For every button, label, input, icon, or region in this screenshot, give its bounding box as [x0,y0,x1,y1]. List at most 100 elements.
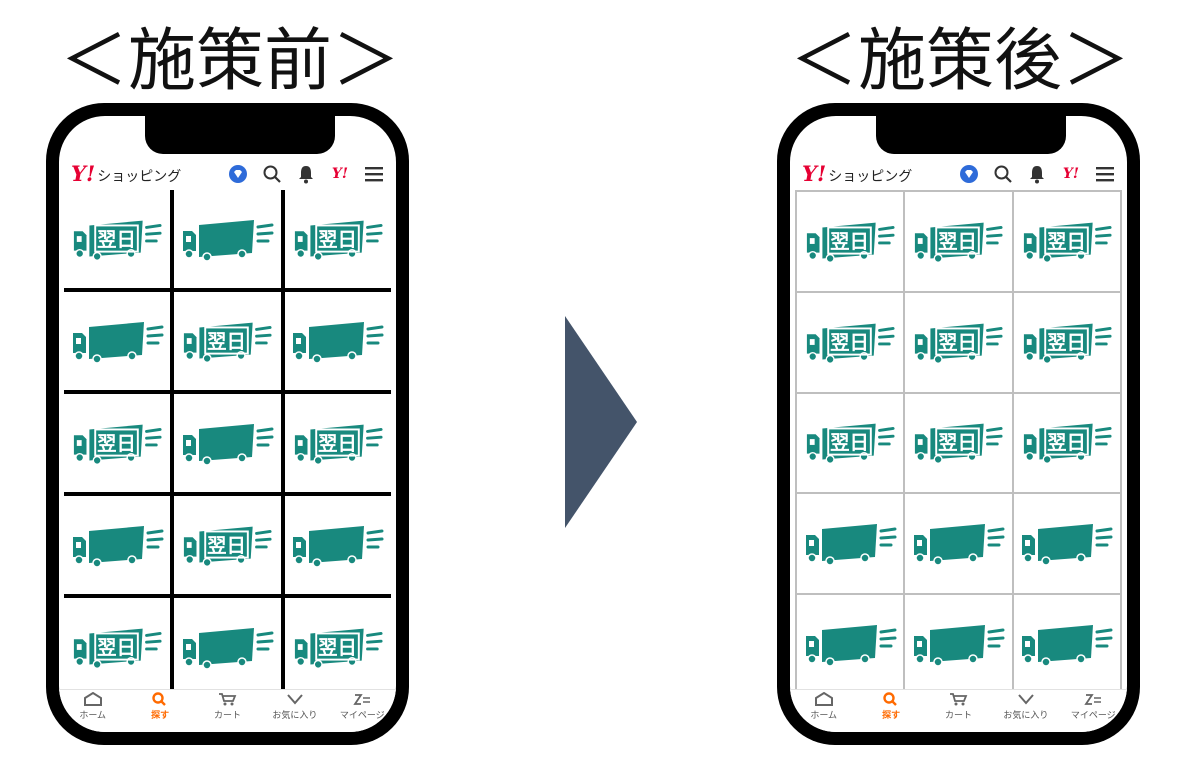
yahoo-icon[interactable]: Y! [328,162,352,186]
product-tile[interactable] [174,190,281,288]
next-day-label: 翌日 [830,431,869,454]
mypage-icon [353,694,371,705]
product-tile[interactable] [905,494,1012,594]
tab-label: マイページ [339,711,385,721]
truck-icon [805,625,897,667]
product-tile[interactable] [905,595,1012,694]
product-tile[interactable]: 翌日 [284,190,391,288]
truck-icon [182,219,274,262]
before-title: ＜施策前＞ [59,22,400,101]
heart-icon [1018,694,1034,705]
product-tile[interactable]: 翌日 [64,190,171,288]
next-day-truck-icon: 翌日 [294,628,383,669]
product-tile[interactable] [64,496,171,594]
coupon-icon[interactable] [226,162,250,186]
yahoo-mark: Y! [331,166,349,182]
menu-icon[interactable] [362,162,386,186]
tab-search[interactable]: 探す [129,690,191,721]
after-title: ＜施策後＞ [789,22,1130,101]
next-day-truck-icon: 翌日 [915,323,1004,364]
app-header: Y! ショッピング Y! [59,158,396,190]
product-tile[interactable] [284,292,391,390]
product-tile[interactable] [174,598,281,696]
next-day-label: 翌日 [318,227,357,250]
tab-home[interactable]: ホーム [793,690,855,721]
product-tile[interactable]: 翌日 [1013,393,1120,493]
truck-icon [913,524,1005,567]
logo-mark: Y! [802,161,827,186]
phone-after: Y! ショッピング Y! [777,103,1140,745]
product-tile[interactable]: 翌日 [174,292,281,390]
product-tile[interactable] [1013,595,1120,694]
truck-icon [72,321,164,364]
product-tile[interactable] [284,496,391,594]
bottom-tab-bar: ホーム探す カート お気に入りマイページ [790,689,1127,732]
next-day-label: 翌日 [830,230,869,253]
next-day-truck-icon: 翌日 [807,424,895,465]
next-day-truck-icon: 翌日 [915,424,1004,465]
next-day-label: 翌日 [1047,431,1086,454]
truck-icon [1022,524,1113,567]
tab-label: カート [213,711,241,721]
product-tile[interactable]: 翌日 [905,393,1012,493]
tab-label: 探す [882,711,901,721]
search-icon[interactable] [991,162,1015,186]
tab-mypage[interactable]: マイページ [1062,690,1124,721]
menu-icon[interactable] [1093,162,1117,186]
search-icon[interactable] [260,162,284,186]
phone-before: Y! ショッピング Y! [46,103,409,745]
tab-heart[interactable]: お気に入り [995,690,1057,721]
product-tile[interactable]: 翌日 [284,394,391,492]
tab-cart[interactable]: カート [927,690,989,721]
next-day-label: 翌日 [939,330,978,353]
phone-notch [876,116,1066,154]
next-day-label: 翌日 [97,635,136,658]
product-grid: 翌日翌日翌日翌日翌日翌日翌日翌日 [64,190,391,696]
product-tile[interactable]: 翌日 [64,598,171,696]
next-day-truck-icon: 翌日 [184,526,273,567]
bell-icon[interactable] [294,162,318,186]
tab-label: お気に入り [272,711,318,721]
cart-icon [219,693,237,706]
truck-icon [293,321,384,364]
truck-icon [72,525,164,568]
product-tile[interactable]: 翌日 [905,292,1012,392]
product-tile[interactable]: 翌日 [797,292,904,392]
tab-home[interactable]: ホーム [62,690,124,721]
product-tile[interactable] [1013,494,1120,594]
phone-screen: Y! ショッピング Y! [59,116,396,732]
product-tile[interactable]: 翌日 [64,394,171,492]
product-tile[interactable]: 翌日 [284,598,391,696]
product-tile[interactable]: 翌日 [1013,292,1120,392]
yahoo-shopping-logo[interactable]: Y! ショッピング [71,161,181,186]
product-tile[interactable] [64,292,171,390]
next-day-truck-icon: 翌日 [74,424,162,465]
product-tile[interactable]: 翌日 [905,192,1012,291]
next-day-truck-icon: 翌日 [294,220,383,261]
product-tile[interactable]: 翌日 [1013,192,1120,291]
tab-mypage[interactable]: マイページ [331,690,393,721]
product-tile[interactable]: 翌日 [174,496,281,594]
product-tile[interactable]: 翌日 [797,393,904,493]
product-tile[interactable] [797,595,904,694]
tab-search[interactable]: 探す [860,690,922,721]
next-day-truck-icon: 翌日 [1023,424,1112,465]
yahoo-shopping-logo[interactable]: Y! ショッピング [802,161,912,186]
tab-label: カート [944,711,972,721]
truck-icon [913,625,1005,667]
arrow-right-icon [565,316,637,528]
next-day-label: 翌日 [939,230,978,253]
tab-cart[interactable]: カート [196,690,258,721]
bell-icon[interactable] [1025,162,1049,186]
product-tile[interactable] [797,494,904,594]
product-tile[interactable]: 翌日 [797,192,904,291]
coupon-icon[interactable] [957,162,981,186]
truck-icon [293,525,384,568]
tab-heart[interactable]: お気に入り [264,690,326,721]
next-day-truck-icon: 翌日 [807,323,895,364]
home-icon [83,692,102,706]
next-day-truck-icon: 翌日 [294,424,383,465]
product-tile[interactable] [174,394,281,492]
next-day-label: 翌日 [318,431,357,454]
yahoo-icon[interactable]: Y! [1059,162,1083,186]
